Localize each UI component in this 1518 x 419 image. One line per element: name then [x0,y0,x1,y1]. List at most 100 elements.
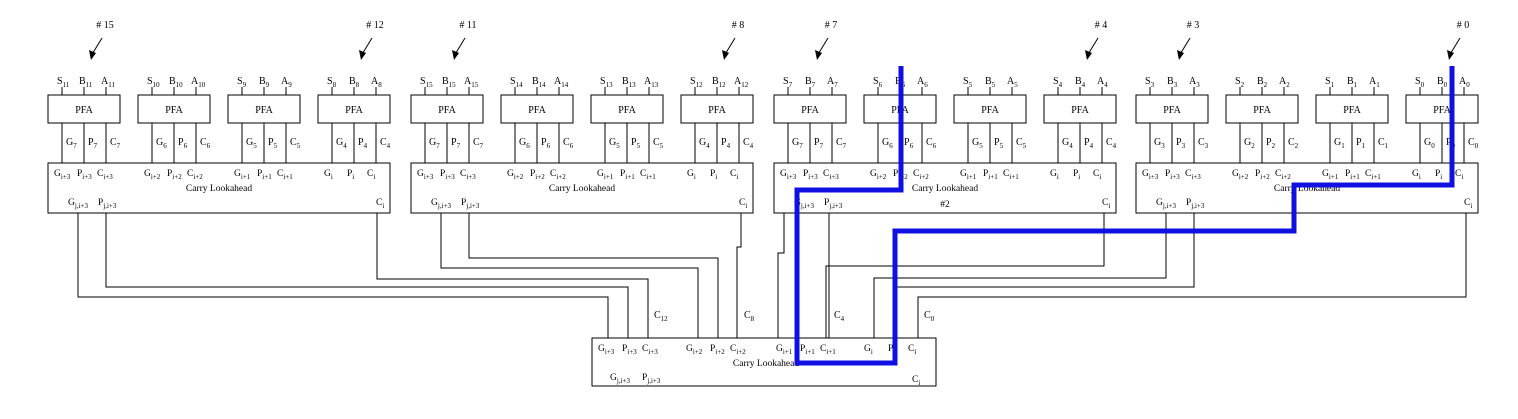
cla-port-c: Ci+3 [460,169,476,181]
pfa-label: PFA [1163,105,1181,116]
critical-path [794,66,1455,366]
input-a-label: A15 [464,76,479,89]
input-b-label: B5 [985,76,996,89]
input-a-label: A8 [371,76,382,89]
bit-arrow-label: # 12 [366,20,384,31]
cla-port-p: Pi+3 [440,169,455,181]
cla-port-c: Ci [367,169,375,181]
bit-arrow-label: # 8 [732,20,745,31]
carry-label: C2 [1288,137,1299,150]
propagate-label: P4 [358,137,368,150]
cla-title: Carry Lookahead [1274,184,1340,194]
carry-out-label: C8 [744,310,755,323]
wire-g1-p [468,213,719,338]
cla-port-g: Gi+1 [960,169,977,181]
input-a-label: A9 [281,76,292,89]
bottom-cla-port-c: Ci+3 [642,344,658,356]
cla-title: Carry Lookahead [186,184,252,194]
sum-label: S11 [57,76,70,89]
cla-box [47,162,391,214]
cla-port-p: Pi+1 [257,169,272,181]
wire-g2-g [777,213,785,338]
wire-g3-c [917,213,1467,338]
cla-out-p: Pj,i+3 [98,198,117,210]
input-b-label: B0 [1437,76,1448,89]
cla-port-p: Pi [1073,169,1080,181]
sum-label: S4 [1053,76,1063,89]
bottom-cla-port-p: Pi+2 [710,344,725,356]
generate-label: G4 [1062,137,1073,150]
propagate-label: P7 [814,137,824,150]
pfa-box [1315,94,1389,124]
cla-port-c: Ci+1 [640,169,656,181]
generate-label: G6 [882,137,893,150]
cla-out-p: Pj,i+3 [824,198,843,210]
pfa-label: PFA [438,105,456,116]
cla-port-g: Gi+2 [144,169,161,181]
cla-out-p: Pj,i+3 [461,198,480,210]
cla-port-p: Pi+1 [620,169,635,181]
sum-label: S13 [600,76,613,89]
carry-out-label: C4 [834,310,845,323]
input-a-label: A1 [1369,76,1380,89]
propagate-label: P5 [268,137,278,150]
sum-label: S3 [1145,76,1155,89]
input-a-label: A0 [1459,76,1470,89]
bottom-cla-port-c: Ci+1 [820,344,836,356]
input-b-label: B10 [169,76,183,89]
bottom-cla-out-p: Pj,i+3 [642,373,661,385]
cla-port-c: Ci+1 [1365,169,1381,181]
bit-arrow-head [1447,50,1454,60]
propagate-label: P3 [1176,137,1186,150]
input-b-label: B15 [442,76,456,89]
cla-port-g: Gi [687,169,696,181]
carry-label: C5 [653,137,664,150]
pfa-label: PFA [801,105,819,116]
input-a-label: A3 [1189,76,1200,89]
carry-label: C6 [926,137,937,150]
sum-label: S15 [420,76,433,89]
pfa-box [137,94,211,124]
bit-arrow-head [452,50,459,60]
cla-box [1135,162,1479,214]
pfa-label: PFA [1433,105,1451,116]
generate-label: G7 [66,137,77,150]
cla-port-g: Gi [1050,169,1059,181]
generate-label: G5 [246,137,257,150]
carry-out-label: C0 [924,310,935,323]
input-b-label: B13 [622,76,636,89]
cla-port-p: Pi+3 [1165,169,1180,181]
pfa-label: PFA [75,105,93,116]
pfa-box [590,94,664,124]
bit-arrow-head [1177,50,1184,60]
input-b-label: B1 [1347,76,1358,89]
generate-label: G6 [519,137,530,150]
pfa-label: PFA [255,105,273,116]
bottom-cla-out-g: Gj,i+3 [610,373,630,385]
input-b-label: B4 [1075,76,1086,89]
sum-label: S1 [1325,76,1335,89]
propagate-label: P7 [451,137,461,150]
cla-port-p: Pi+2 [530,169,545,181]
cla-port-g: Gi+2 [507,169,524,181]
pfa-box [410,94,484,124]
cla-port-p: Pi+2 [1255,169,1270,181]
propagate-label: P5 [994,137,1004,150]
propagate-label: P6 [178,137,188,150]
cla-port-c: Ci+1 [277,169,293,181]
carry-label: C6 [563,137,574,150]
pfa-label: PFA [981,105,999,116]
cla-out-g: Gj,i+3 [1156,198,1176,210]
input-a-label: A12 [734,76,749,89]
